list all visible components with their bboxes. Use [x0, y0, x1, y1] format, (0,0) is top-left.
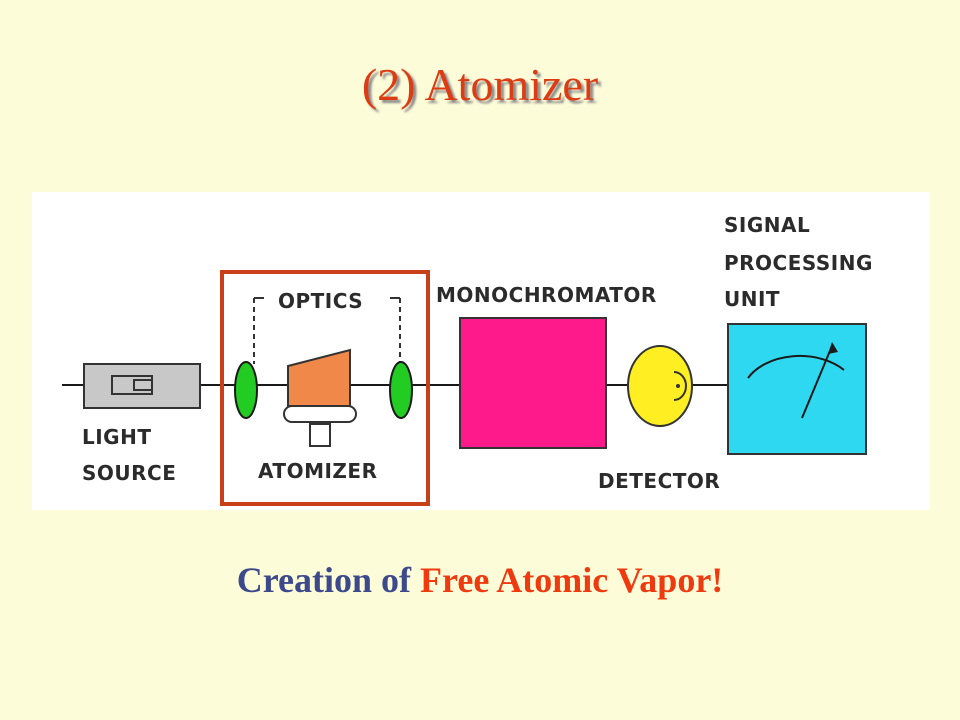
light-source-label-line2: SOURCE	[82, 461, 176, 485]
caption: Creation of Free Atomic Vapor!	[0, 562, 960, 598]
atomizer-burner	[283, 348, 357, 447]
caption-part-2: Free Atomic Vapor!	[420, 560, 724, 600]
optics-bracket	[253, 297, 401, 364]
instrument-diagram: LIGHT SOURCE OPTICS ATOMIZER MONOCHROMAT…	[32, 192, 930, 510]
signal-unit-label-line2: PROCESSING	[724, 251, 873, 275]
slide-title: (2) Atomizer	[361, 59, 599, 110]
light-source-label-line1: LIGHT	[82, 425, 151, 449]
atomizer-highlight-box	[220, 270, 430, 506]
signal-processing-unit	[727, 323, 867, 455]
detector	[627, 345, 693, 427]
right-lens	[389, 361, 413, 419]
caption-part-1: Creation of	[236, 560, 421, 600]
signal-unit-label-line3: UNIT	[724, 287, 780, 311]
signal-unit-label-line1: SIGNAL	[724, 213, 810, 237]
optics-label: OPTICS	[278, 289, 363, 313]
light-source	[83, 363, 201, 409]
monochromator-box	[459, 317, 607, 449]
detector-label: DETECTOR	[598, 469, 720, 493]
monochromator-label: MONOCHROMATOR	[436, 283, 657, 307]
left-lens	[234, 361, 258, 419]
atomizer-label: ATOMIZER	[258, 459, 377, 483]
